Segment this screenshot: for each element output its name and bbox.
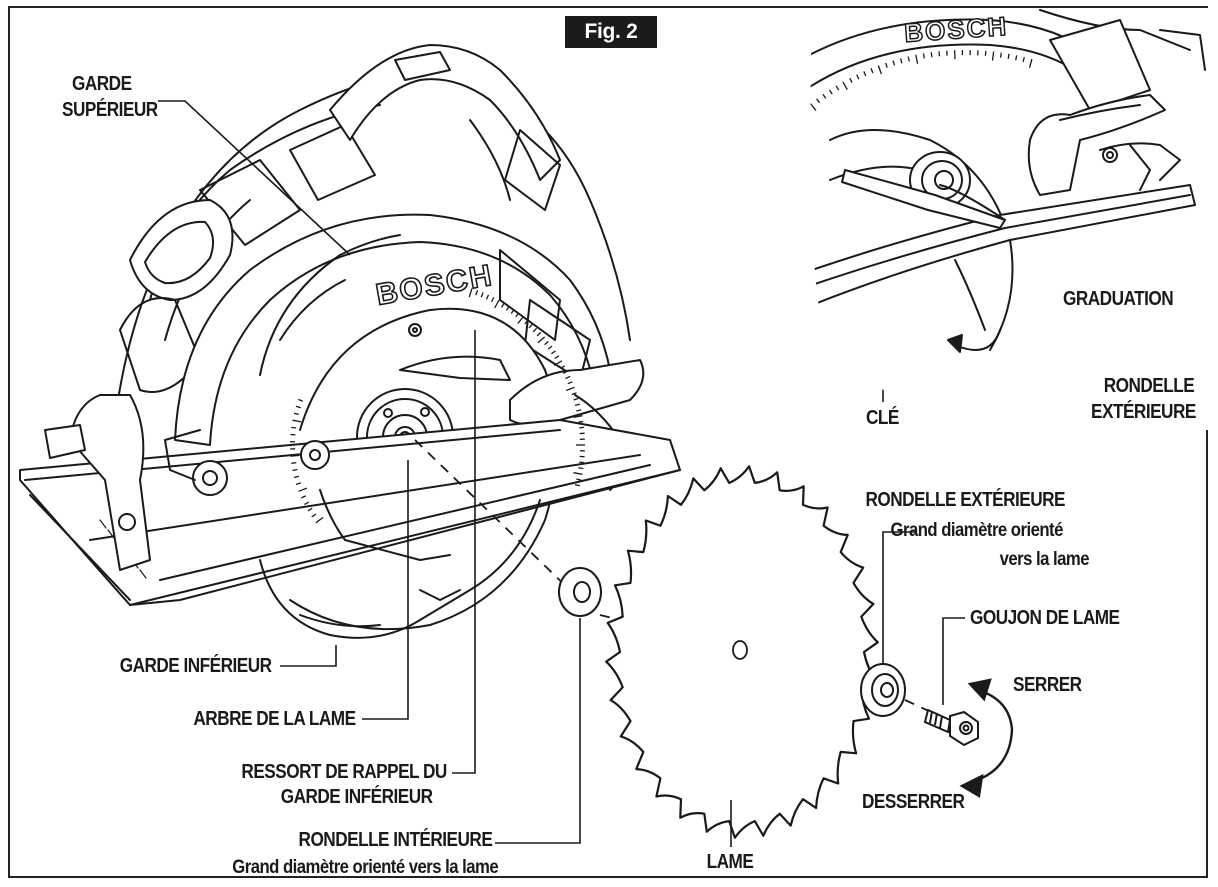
label-blade-bolt: GOUJON DE LAME bbox=[970, 607, 1120, 629]
inset-detail: BOSCH bbox=[810, 8, 1208, 430]
label-outer-washer-note-line2: vers la lame bbox=[999, 549, 1090, 570]
inset-graduation-ticks bbox=[810, 50, 1033, 112]
label-graduation: GRADUATION bbox=[1063, 288, 1174, 310]
label-arbor: ARBRE DE LA LAME bbox=[193, 708, 357, 730]
label-wrench: CLÉ bbox=[866, 407, 899, 429]
figure-frame bbox=[8, 6, 1208, 878]
brand-logo-inset: BOSCH bbox=[903, 11, 1009, 48]
blade-bolt bbox=[923, 708, 979, 747]
label-inset-outer-washer-line2: EXTÉRIEURE bbox=[1091, 401, 1196, 423]
label-inner-washer-note: Grand diamètre orienté vers la lame bbox=[232, 857, 498, 878]
label-lower-guard: GARDE INFÉRIEUR bbox=[120, 655, 272, 677]
label-outer-washer: RONDELLE EXTÉRIEURE bbox=[865, 489, 1066, 511]
label-blade: LAME bbox=[706, 851, 754, 873]
saw-blade bbox=[605, 465, 879, 839]
label-inset-outer-washer-line1: RONDELLE bbox=[1103, 375, 1195, 397]
label-upper-guard-line1: GARDE bbox=[72, 73, 132, 95]
inner-washer bbox=[558, 567, 602, 617]
rotation-arrow bbox=[959, 678, 1014, 798]
guard-graduation-ticks bbox=[289, 288, 585, 524]
label-outer-washer-note-line1: Grand diamètre orienté bbox=[890, 520, 1064, 541]
label-tighten: SERRER bbox=[1013, 674, 1082, 696]
label-inner-washer: RONDELLE INTÉRIEURE bbox=[298, 829, 492, 851]
outer-washer bbox=[860, 663, 906, 717]
label-return-spring-line2: GARDE INFÉRIEUR bbox=[281, 786, 433, 808]
label-loosen: DESSERRER bbox=[862, 791, 965, 813]
figure-number-badge: Fig. 2 bbox=[565, 16, 657, 48]
label-upper-guard-line2: SUPÉRIEUR bbox=[62, 99, 158, 121]
label-return-spring-line1: RESSORT DE RAPPEL DU bbox=[241, 761, 448, 783]
saw-body bbox=[19, 44, 681, 639]
